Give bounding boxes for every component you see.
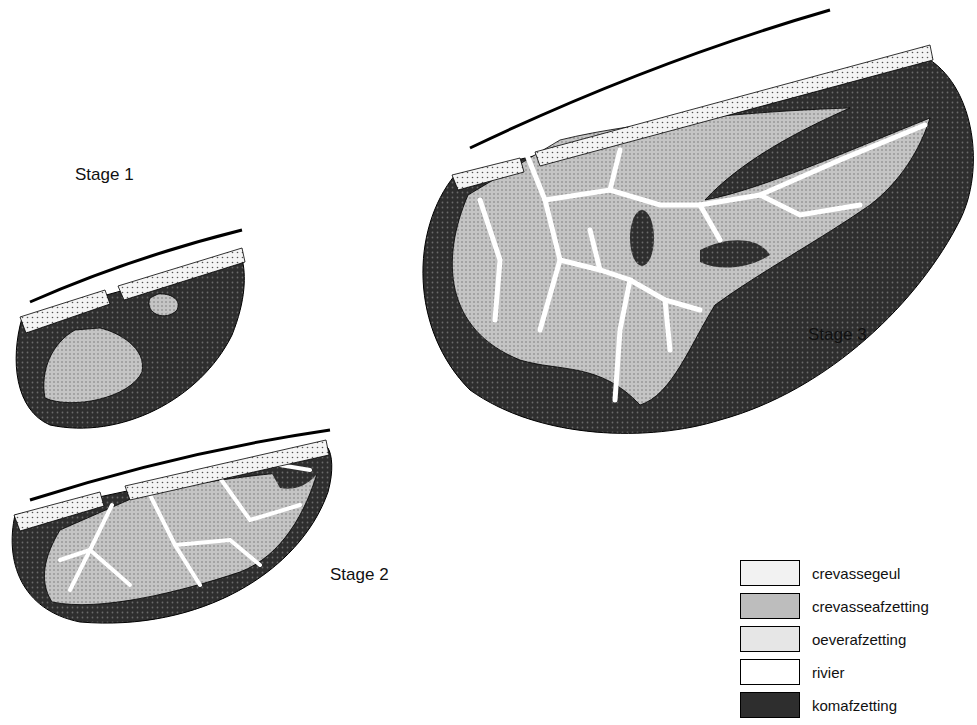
legend-label: oeverafzetting	[812, 631, 906, 648]
legend-swatch	[740, 626, 800, 652]
legend-swatch	[740, 593, 800, 619]
stage-1-figure	[16, 230, 245, 428]
legend-label: rivier	[812, 664, 845, 681]
legend-label: komafzetting	[812, 697, 897, 714]
legend-label: crevasseafzetting	[812, 598, 929, 615]
stage-2-figure	[12, 430, 332, 623]
legend-swatch	[740, 692, 800, 718]
legend-swatch	[740, 659, 800, 685]
stage-3-figure	[423, 10, 973, 433]
stage-label: Stage 2	[330, 565, 389, 585]
legend-label: crevassegeul	[812, 565, 900, 582]
legend-swatch	[740, 560, 800, 586]
stage-label: Stage 1	[75, 165, 134, 185]
stage-label: Stage 3	[808, 325, 867, 345]
